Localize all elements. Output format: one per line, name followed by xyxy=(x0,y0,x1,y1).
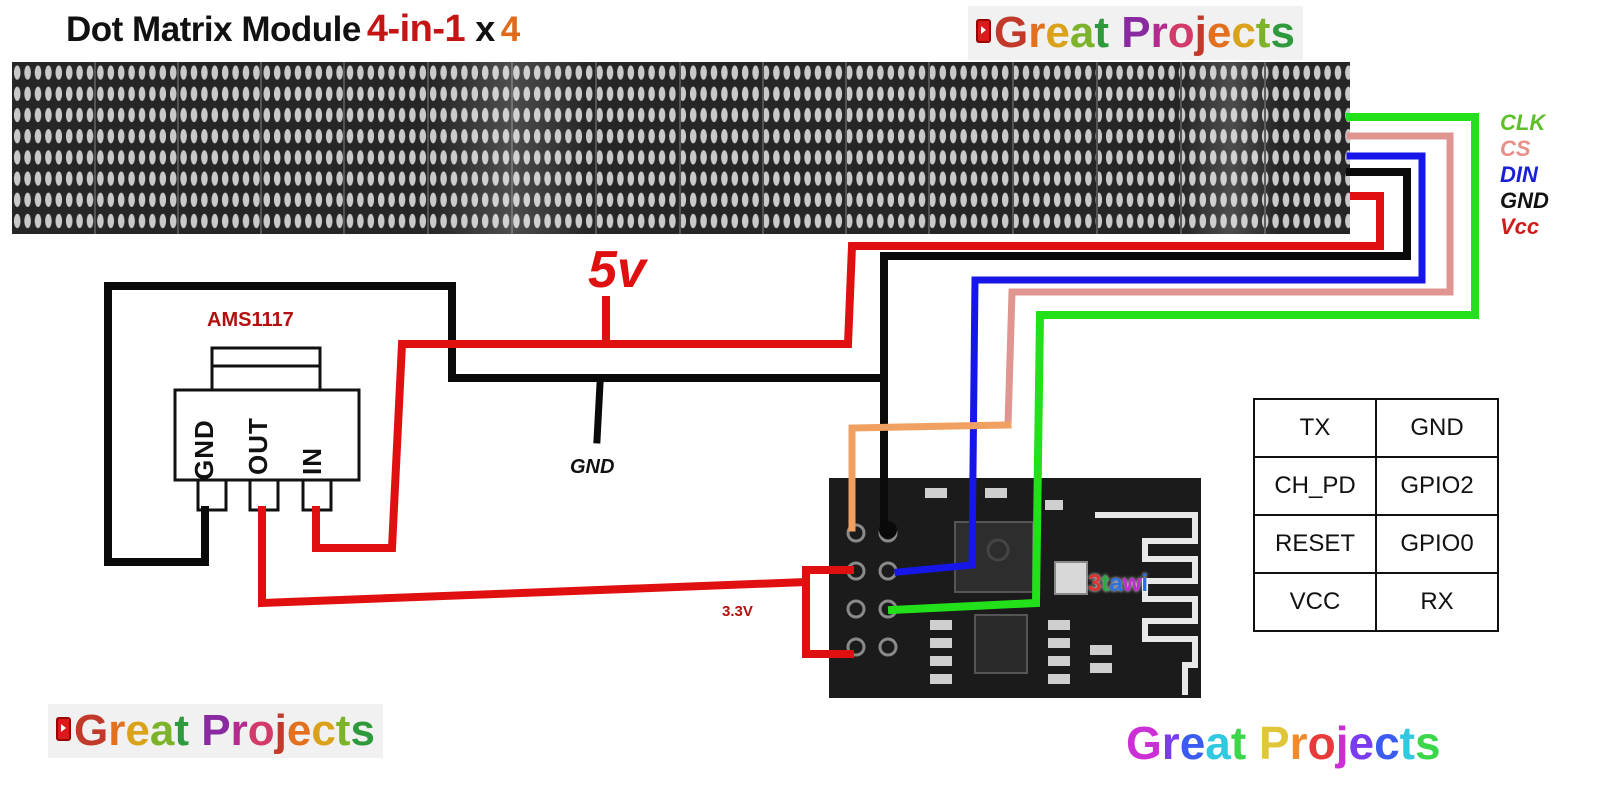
play-icon xyxy=(56,717,71,742)
play-icon xyxy=(976,19,991,44)
wire-3v3 xyxy=(258,506,854,608)
esp01-board xyxy=(829,478,1201,698)
wire-cs xyxy=(1004,132,1454,429)
title-times: x xyxy=(475,8,495,49)
bus-label-cs: CS xyxy=(1500,136,1531,161)
brand-logo-bottom-right: Great Projects xyxy=(1126,716,1441,770)
wire-clk xyxy=(887,113,1479,615)
table-row: CH_PD GPIO2 xyxy=(1253,456,1499,516)
title-main-text: Dot Matrix Module xyxy=(66,10,361,49)
label-5v: 5v xyxy=(588,241,646,299)
pin-cell: RX xyxy=(1375,572,1499,632)
bus-label-clk: CLK xyxy=(1500,110,1546,135)
title-count: 4 xyxy=(500,10,520,49)
regulator-pin-gnd: GND xyxy=(189,419,219,480)
title-variant: 4-in-1 xyxy=(366,8,466,50)
label-3v3: 3.3V xyxy=(722,603,753,620)
pin-cell: TX xyxy=(1253,398,1377,458)
regulator-pin-in: IN xyxy=(297,447,327,475)
wires xyxy=(104,113,1479,658)
pin-cell: CH_PD xyxy=(1253,456,1377,516)
regulator-name: AMS1117 xyxy=(207,309,294,331)
brand-text-bottom-left: Great Projects xyxy=(74,706,375,755)
pin-cell: GPIO0 xyxy=(1375,514,1499,574)
ams1117-regulator xyxy=(173,346,361,512)
bus-label-vcc: Vcc xyxy=(1500,214,1540,239)
chip-label: 3tawi xyxy=(1088,570,1149,597)
pin-cell: RESET xyxy=(1253,514,1377,574)
pin-cell: GPIO2 xyxy=(1375,456,1499,516)
table-row: VCC RX xyxy=(1253,572,1499,632)
table-row: RESET GPIO0 xyxy=(1253,514,1499,574)
brand-logo-top: Great Projects xyxy=(968,6,1303,60)
label-gnd: GND xyxy=(570,456,615,478)
wire-5v xyxy=(312,192,1384,552)
pin-cell: GND xyxy=(1375,398,1499,458)
wire-din xyxy=(894,152,1426,576)
bus-label-din: DIN xyxy=(1500,162,1538,187)
wire-gnd xyxy=(104,168,1411,566)
bus-label-gnd: GND xyxy=(1500,188,1549,213)
brand-text-bottom-right: Great Projects xyxy=(1126,717,1441,769)
regulator-pin-out: OUT xyxy=(243,417,273,475)
brand-text-top: Great Projects xyxy=(994,8,1295,57)
esp01-pinout-table: TX GND CH_PD GPIO2 RESET GPIO0 VCC RX xyxy=(1253,398,1499,632)
pin-cell: VCC xyxy=(1253,572,1377,632)
led-matrix-strip xyxy=(12,62,1350,234)
table-row: TX GND xyxy=(1253,398,1499,458)
brand-logo-bottom-left: Great Projects xyxy=(48,704,383,758)
